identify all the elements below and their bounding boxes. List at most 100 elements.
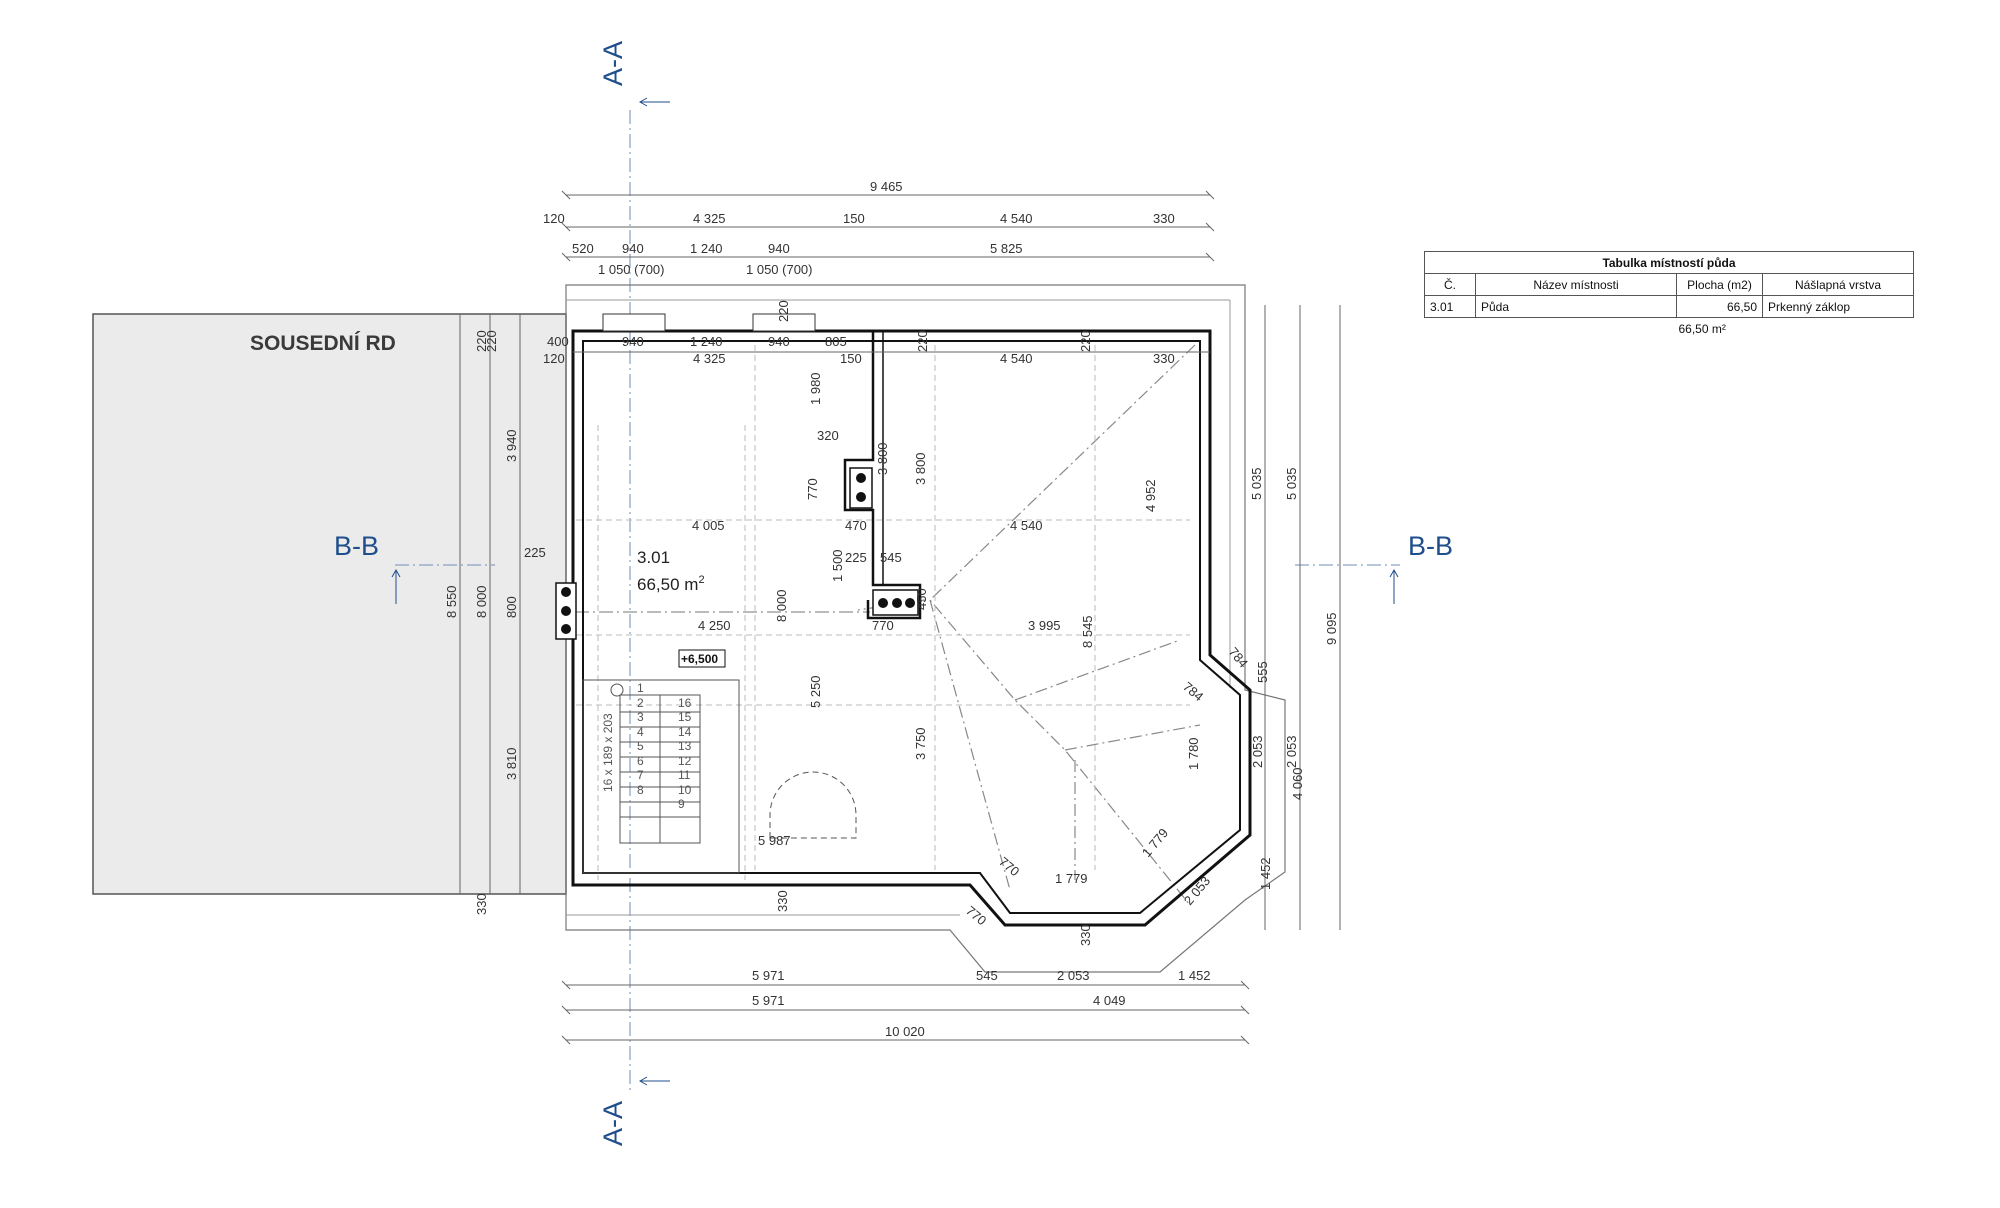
dim: 3 800 — [875, 442, 890, 475]
dim: 4 325 — [693, 351, 726, 366]
outer-wall-outline — [571, 329, 1252, 927]
dim: 2 053 — [1284, 735, 1299, 768]
dim: 330 — [1078, 924, 1093, 946]
roof-outline — [565, 284, 1286, 973]
svg-text:2: 2 — [637, 696, 644, 710]
room-table-header-no: Č. — [1424, 273, 1476, 296]
dim: 320 — [817, 428, 839, 443]
dim-top-total: 9 465 — [870, 179, 903, 194]
svg-text:4: 4 — [637, 725, 644, 739]
dim: 150 — [843, 211, 865, 226]
dim: 8 000 — [774, 589, 789, 622]
dimension-ticks — [561, 190, 1250, 1045]
dim: 150 — [840, 351, 862, 366]
dim: 555 — [1255, 661, 1270, 683]
neighbor-house-area — [92, 313, 567, 895]
svg-text:3: 3 — [637, 710, 644, 724]
stair-left-numbers: 1 2 3 4 5 6 7 8 — [637, 681, 644, 797]
svg-text:5: 5 — [637, 739, 644, 753]
dim: 940 — [622, 241, 644, 256]
dim: 400 — [547, 334, 569, 349]
dim: 2 053 — [1057, 968, 1090, 983]
dim: 3 750 — [913, 727, 928, 760]
dim: 4 540 — [1010, 518, 1043, 533]
dim: 9 095 — [1324, 612, 1339, 645]
dim: 330 — [1153, 351, 1175, 366]
dim: 330 — [1153, 211, 1175, 226]
dim: 4 060 — [1290, 767, 1305, 800]
section-bb-right-label: B-B — [1408, 531, 1453, 561]
dim: 3 995 — [1028, 618, 1061, 633]
dim: 5 250 — [808, 675, 823, 708]
dim: 545 — [880, 550, 902, 565]
svg-text:8: 8 — [637, 783, 644, 797]
level-box — [678, 649, 726, 668]
section-bb-left-label: B-B — [334, 531, 379, 561]
dim: 8 550 — [444, 585, 459, 618]
dim: 4 325 — [693, 211, 726, 226]
dim: 220 — [1078, 330, 1093, 352]
room-table-cell-no: 3.01 — [1424, 295, 1476, 318]
dim: 470 — [845, 518, 867, 533]
dim: 5 987 — [758, 833, 791, 848]
neighbor-label: SOUSEDNÍ RD — [250, 332, 396, 355]
dim: 10 020 — [885, 1024, 925, 1039]
room-table-header-area: Plocha (m2) — [1676, 273, 1763, 296]
partition-wall — [843, 331, 922, 620]
dim: 5 035 — [1284, 467, 1299, 500]
dim: 1 452 — [1258, 857, 1273, 890]
dim: 1 779 — [1055, 871, 1088, 886]
room-table-header-name: Název místnosti — [1475, 273, 1677, 296]
dim: 225 — [845, 550, 867, 565]
dim: 220 — [915, 330, 930, 352]
stair-right-numbers: 16 15 14 13 12 11 10 9 — [678, 696, 692, 811]
room-table: Tabulka místností půda Č. Název místnost… — [1424, 251, 1914, 339]
svg-text:11: 11 — [678, 768, 691, 782]
dim: 220 — [776, 300, 791, 322]
dim: 120 — [543, 351, 565, 366]
svg-text:7: 7 — [637, 768, 644, 782]
dim: 8 545 — [1080, 615, 1095, 648]
dim: 2 053 — [1250, 735, 1265, 768]
dim: 225 — [524, 545, 546, 560]
dim: 770 — [963, 903, 989, 928]
section-aa-top-label: A-A — [598, 41, 628, 86]
dim: 1 452 — [1178, 968, 1211, 983]
dim: 8 000 — [474, 585, 489, 618]
dim: 4 049 — [1093, 993, 1126, 1008]
dim: 4 540 — [1000, 351, 1033, 366]
dim: 3 800 — [913, 452, 928, 485]
dim: 1 779 — [1139, 825, 1171, 860]
dim: 940 — [768, 241, 790, 256]
svg-text:15: 15 — [678, 710, 692, 724]
room-number: 3.01 — [637, 548, 670, 567]
dim: 450 — [914, 588, 929, 610]
dim: 805 — [825, 334, 847, 349]
dim: 520 — [572, 241, 594, 256]
roof-hatch — [769, 771, 857, 839]
svg-text:6: 6 — [637, 754, 644, 768]
chimneys — [555, 467, 919, 640]
dim: 4 005 — [692, 518, 725, 533]
svg-text:13: 13 — [678, 739, 692, 753]
svg-text:9: 9 — [678, 797, 685, 811]
table-row: 3.01 Půda 66,50 Prkenný záklop — [1424, 295, 1914, 318]
svg-text:14: 14 — [678, 725, 692, 739]
windows — [602, 313, 816, 332]
dim: 220 — [474, 330, 489, 352]
dim: 1 780 — [1186, 737, 1201, 770]
section-arrows — [391, 97, 1399, 1086]
dim: 5 825 — [990, 241, 1023, 256]
dim: 1 500 — [830, 549, 845, 582]
dim: 4 952 — [1143, 479, 1158, 512]
roof-edges — [566, 299, 1231, 916]
dim: 784 — [1180, 679, 1206, 704]
svg-text:1: 1 — [637, 681, 644, 695]
dimension-lines — [459, 194, 1341, 1041]
inner-wall-outline — [582, 340, 1241, 914]
room-table-cell-name: Půda — [1475, 295, 1677, 318]
dim: 330 — [474, 893, 489, 915]
dim: 940 — [768, 334, 790, 349]
dim: 770 — [805, 478, 820, 500]
